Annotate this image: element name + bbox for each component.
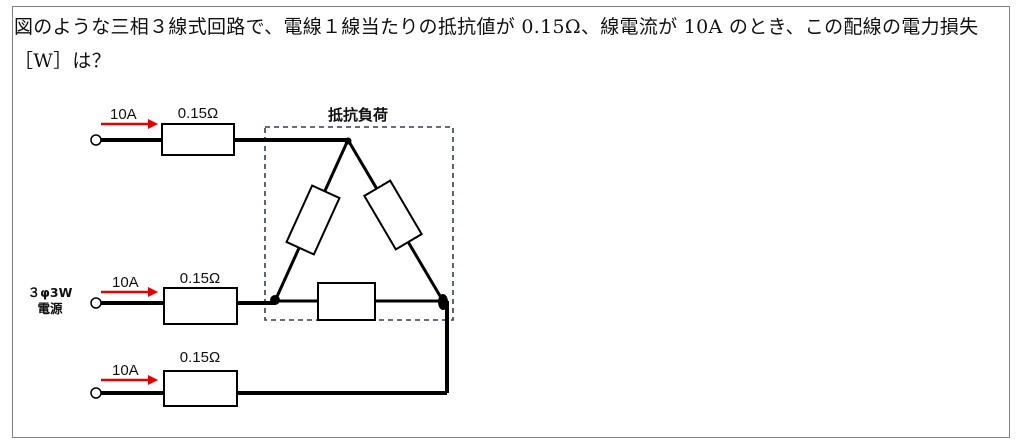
junction-right bbox=[438, 294, 448, 310]
resistance-label-3: 0.15Ω bbox=[180, 349, 220, 366]
line-resistor-3 bbox=[163, 370, 238, 407]
line-resistor-2 bbox=[163, 287, 238, 325]
line-resistor-1 bbox=[161, 123, 235, 156]
resistance-label-2: 0.15Ω bbox=[180, 270, 220, 287]
source-label-line1: ３φ3W bbox=[28, 285, 73, 300]
line-3: 10A 0.15Ω bbox=[90, 301, 449, 407]
current-label-3: 10A bbox=[112, 362, 139, 379]
junction-top bbox=[344, 137, 352, 145]
line-1: 10A 0.15Ω bbox=[90, 105, 348, 156]
terminal-1 bbox=[90, 134, 102, 146]
current-label-1: 10A bbox=[110, 106, 137, 123]
load-resistor-bottom bbox=[317, 282, 376, 321]
question-text: 図のような三相３線式回路で、電線１線当たりの抵抗値が 0.15Ω、線電流が 10… bbox=[14, 16, 979, 72]
load-boundary bbox=[264, 126, 454, 321]
delta-load bbox=[270, 137, 448, 321]
load-label: 抵抗負荷 bbox=[328, 106, 388, 124]
load-resistor-right bbox=[362, 179, 424, 251]
question-frame bbox=[12, 6, 1010, 438]
load-resistor-left bbox=[285, 184, 341, 256]
terminal-2 bbox=[90, 297, 102, 309]
terminal-3 bbox=[90, 387, 102, 399]
source-label-line2: 電源 bbox=[37, 301, 63, 316]
line-2: 10A 0.15Ω bbox=[90, 270, 275, 325]
junction-left bbox=[270, 295, 280, 305]
current-label-2: 10A bbox=[112, 274, 139, 291]
resistance-label-1: 0.15Ω bbox=[178, 105, 218, 122]
